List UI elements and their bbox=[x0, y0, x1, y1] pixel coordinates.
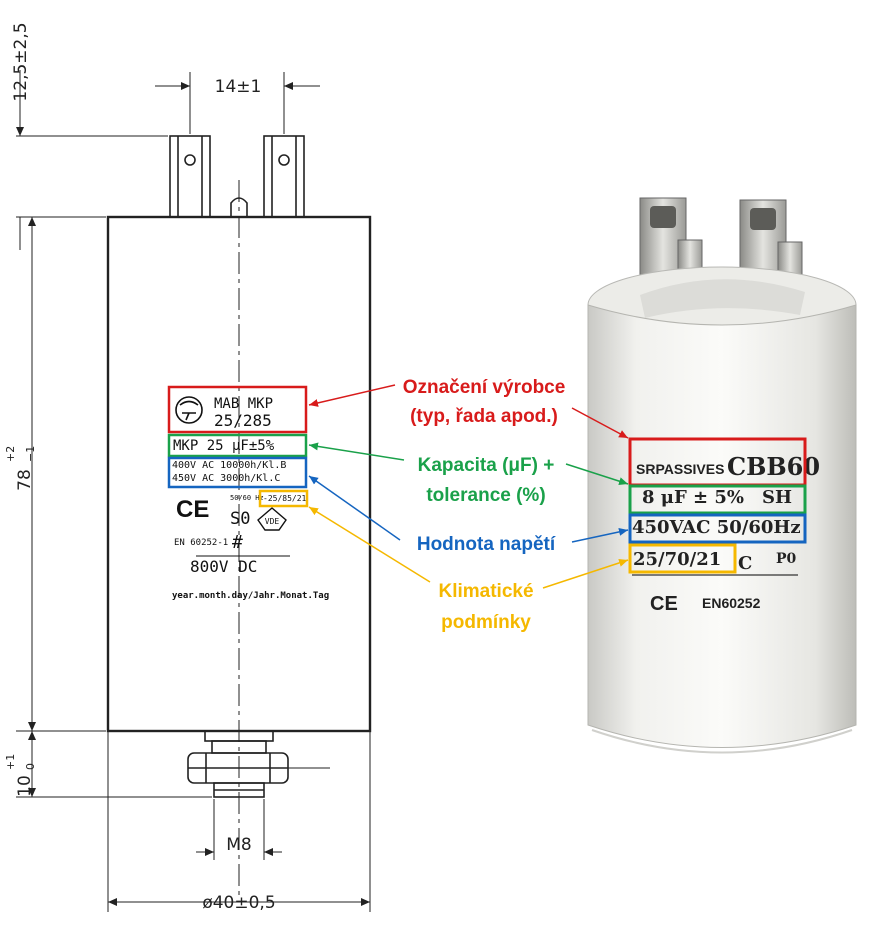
drawing-voltage-2: 450V AC 3000h/Kl.C bbox=[172, 473, 280, 484]
drawing-label: MAB MKP 25/285 MKP 25 μF±5% 400V AC 1000… bbox=[172, 396, 329, 601]
drawing-frequency: 50/60 Hz bbox=[230, 494, 264, 502]
callout-voltage: Hodnota napětí bbox=[417, 534, 556, 555]
photo-capacitance: 8 μF ± 5% bbox=[642, 487, 744, 508]
photo-highlight-voltage bbox=[628, 513, 807, 544]
arrow-manufacturer-drawing bbox=[308, 384, 396, 407]
photo-highlight-capacitance bbox=[628, 484, 807, 515]
technical-drawing bbox=[16, 70, 372, 912]
arrow-voltage-drawing bbox=[308, 475, 401, 541]
drawing-highlight-voltage bbox=[167, 456, 308, 489]
drawing-dc-rating: 800V DC bbox=[190, 557, 257, 576]
callout-capacitance-line2: tolerance (%) bbox=[426, 485, 545, 506]
drawing-standard: EN 60252-1 bbox=[174, 538, 228, 548]
capacitor-photo bbox=[587, 197, 857, 754]
terminal-left bbox=[169, 135, 211, 218]
drawing-voltage-1: 400V AC 10000h/Kl.B bbox=[172, 460, 286, 471]
dim-body-height: 78 bbox=[15, 469, 35, 491]
manufacturer-logo-icon bbox=[175, 396, 203, 424]
drawing-highlight-manufacturer bbox=[167, 385, 308, 434]
callout-capacitance-line1: Kapacita (μF) + bbox=[418, 455, 555, 476]
callout-manufacturer-line2: (typ, řada apod.) bbox=[410, 406, 558, 427]
callout-climate-line2: podmínky bbox=[441, 612, 531, 633]
dim-pin-spacing: 14±1 bbox=[215, 77, 262, 97]
arrow-climate-photo bbox=[542, 559, 629, 589]
drawing-date-code: year.month.day/Jahr.Monat.Tag bbox=[172, 591, 329, 601]
arrow-voltage-photo bbox=[571, 527, 629, 543]
callout-climate-line1: Klimatické bbox=[438, 581, 533, 602]
hash-symbol-icon: # bbox=[232, 532, 243, 553]
drawing-capacitance: MKP 25 μF±5% bbox=[173, 438, 275, 454]
photo-standard: EN60252 bbox=[702, 595, 761, 611]
arrow-climate-drawing bbox=[308, 506, 431, 583]
photo-sh: SH bbox=[762, 487, 792, 508]
drawing-s0: S0 bbox=[230, 509, 250, 529]
callouts: Označení výrobce (typ, řada apod.) Kapac… bbox=[308, 377, 629, 633]
photo-highlight-climate bbox=[628, 543, 737, 574]
dim-diameter: ø40±0,5 bbox=[202, 893, 275, 913]
drawing-vde: VDE bbox=[265, 517, 280, 526]
callout-manufacturer-line1: Označení výrobce bbox=[403, 377, 566, 398]
photo-brand: SRPASSIVES bbox=[636, 461, 724, 477]
arrow-manufacturer-photo bbox=[571, 407, 629, 439]
drawing-manufacturer: MAB MKP bbox=[214, 396, 273, 412]
dim-stud-length-tol-upper: +1 bbox=[4, 754, 17, 770]
photo-climate: 25/70/21 bbox=[633, 549, 721, 570]
drawing-series: 25/285 bbox=[214, 411, 272, 430]
photo-voltage: 450VAC 50/60Hz bbox=[632, 517, 801, 538]
photo-class: C bbox=[738, 553, 752, 574]
arrow-capacitance-drawing bbox=[308, 442, 405, 461]
dim-thread: M8 bbox=[226, 835, 251, 855]
dim-body-height-tol-lower: −1 bbox=[24, 446, 37, 462]
mounting-stud bbox=[187, 730, 289, 798]
drawing-climate: -25/85/21 bbox=[263, 494, 307, 503]
center-nub bbox=[230, 197, 248, 217]
drawing-highlight-climate bbox=[258, 489, 309, 508]
photo-p0: P0 bbox=[776, 551, 797, 567]
photo-ce-mark: CE bbox=[650, 593, 678, 615]
arrow-capacitance-photo bbox=[565, 463, 629, 486]
dim-stud-length-tol-lower: 0 bbox=[24, 763, 37, 770]
vde-mark-icon bbox=[257, 507, 287, 531]
dim-body-height-tol-upper: +2 bbox=[4, 446, 17, 462]
dim-stud-length: 10 bbox=[15, 775, 35, 797]
dim-lead-length: 12,5±2,5 bbox=[11, 22, 31, 101]
drawing-highlight-capacitance bbox=[167, 433, 308, 458]
drawing-ce-mark: CE bbox=[176, 496, 209, 523]
terminal-right bbox=[263, 135, 305, 218]
